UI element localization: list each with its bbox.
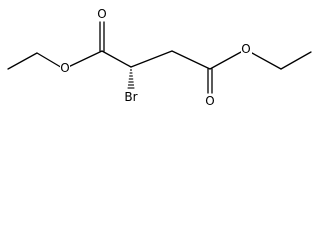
atom-o-carbonyl-right: O bbox=[205, 94, 214, 108]
bond-chiral-c-ch2 bbox=[130, 50, 173, 68]
bond-ch2-right-carbonyl-c bbox=[171, 50, 211, 70]
atom-o-ester-right: O bbox=[241, 42, 250, 56]
atom-o-carbonyl-left: O bbox=[97, 7, 106, 21]
bond-left-o-carbonyl-c bbox=[63, 50, 103, 70]
bond-ethyl-right-ch2-ch3 bbox=[280, 51, 312, 70]
bond-right-carbonyl-c-o bbox=[209, 51, 242, 70]
bond-ethyl-left-ch2-o bbox=[36, 52, 65, 70]
bond-ethyl-right-o-ch2 bbox=[251, 52, 282, 70]
bond-ethyl-left-ch3-ch2 bbox=[7, 52, 38, 70]
hashed-wedge-bond bbox=[127, 69, 135, 89]
atom-br: Br bbox=[124, 90, 137, 104]
bond-carbonyl-c-chiral-c bbox=[101, 50, 132, 68]
molecule-structure: O O O O Br bbox=[7, 7, 312, 108]
atom-o-ester-left: O bbox=[60, 61, 69, 75]
